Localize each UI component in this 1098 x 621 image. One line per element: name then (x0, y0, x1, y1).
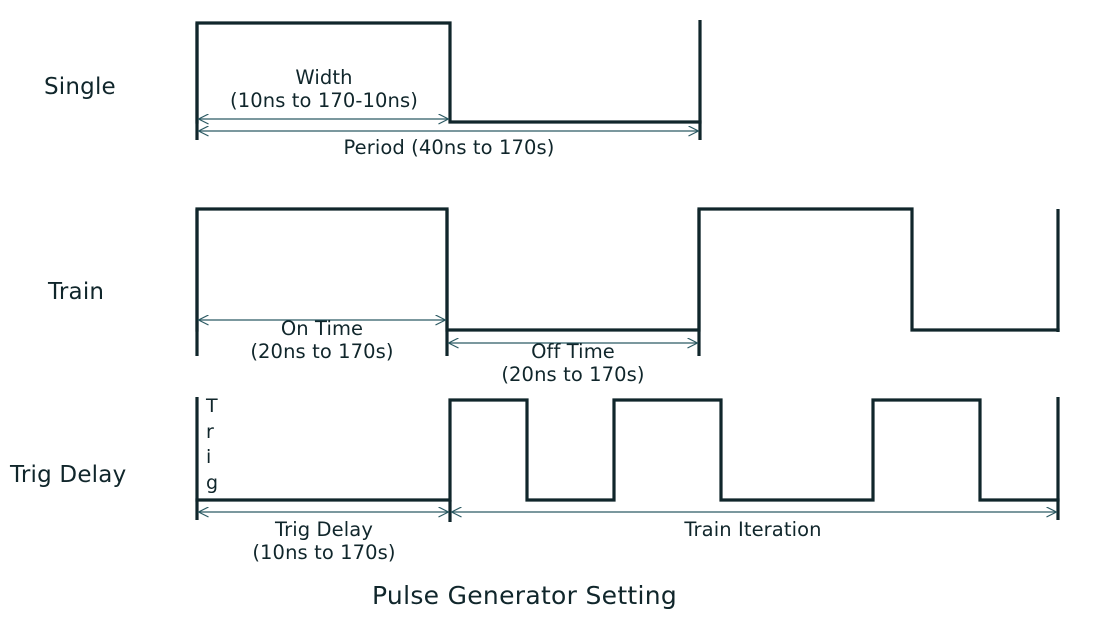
annotation-off-time-line1: Off Time (531, 340, 615, 363)
waveform-trig-delay (195, 397, 1060, 522)
annotation-width-line1: Width (295, 66, 353, 89)
annotation-trig-delay-line1: Trig Delay (275, 518, 373, 541)
train-dimension-arrows (199, 320, 697, 343)
annotation-period-line1: Period (40ns to 170s) (343, 136, 555, 159)
annotation-train-iteration-line1: Train Iteration (684, 518, 822, 541)
annotation-train-iteration: Train Iteration (583, 518, 923, 541)
single-dimension-arrows (199, 119, 698, 131)
annotation-on-time-line2: (20ns to 170s) (250, 340, 394, 363)
train-pulse-trace (195, 207, 1060, 332)
row-label-trig-delay: Trig Delay (10, 462, 127, 488)
trig-delay-pulse-trace (195, 398, 1060, 502)
annotation-trig-delay-line2: (10ns to 170s) (252, 541, 396, 564)
annotation-width: Width (10ns to 170-10ns) (204, 66, 444, 112)
trig-axis-letters: T r i g (206, 394, 218, 496)
trig-letter-i: i (206, 446, 212, 468)
row-label-single: Single (44, 74, 116, 100)
waveform-train (195, 207, 1060, 356)
row-label-train: Train (48, 279, 105, 305)
annotation-period: Period (40ns to 170s) (209, 136, 689, 159)
waveform-single (195, 20, 702, 140)
annotation-trig-delay-span: Trig Delay (10ns to 170s) (204, 518, 444, 564)
annotation-off-time: Off Time (20ns to 170s) (453, 340, 693, 386)
trig-letter-g: g (206, 471, 219, 494)
annotation-on-time-line1: On Time (280, 317, 364, 340)
annotation-width-line2: (10ns to 170-10ns) (230, 89, 418, 112)
trig-letter-r: r (206, 420, 214, 443)
figure-title: Pulse Generator Setting (372, 581, 678, 610)
annotation-off-time-line2: (20ns to 170s) (501, 363, 645, 386)
trig-letter-t: T (206, 395, 218, 417)
annotation-on-time: On Time (20ns to 170s) (202, 317, 442, 363)
